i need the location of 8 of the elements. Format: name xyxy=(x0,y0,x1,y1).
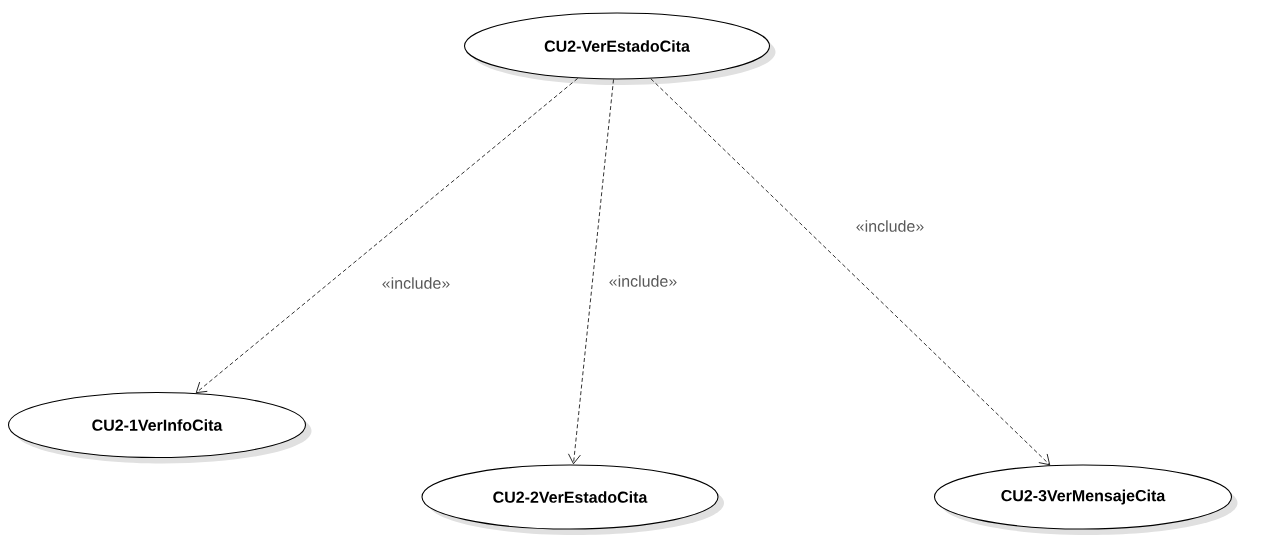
node-label: CU2-2VerEstadoCita xyxy=(493,491,648,503)
edge-label: «include» xyxy=(380,275,452,291)
include-arrow xyxy=(650,78,1051,466)
node-label: CU2-3VerMensajeCita xyxy=(1001,489,1166,505)
include-arrow xyxy=(568,79,614,465)
edge-label: «include» xyxy=(607,273,679,289)
edge-label: «include» xyxy=(854,218,926,234)
include-arrow xyxy=(195,78,579,394)
